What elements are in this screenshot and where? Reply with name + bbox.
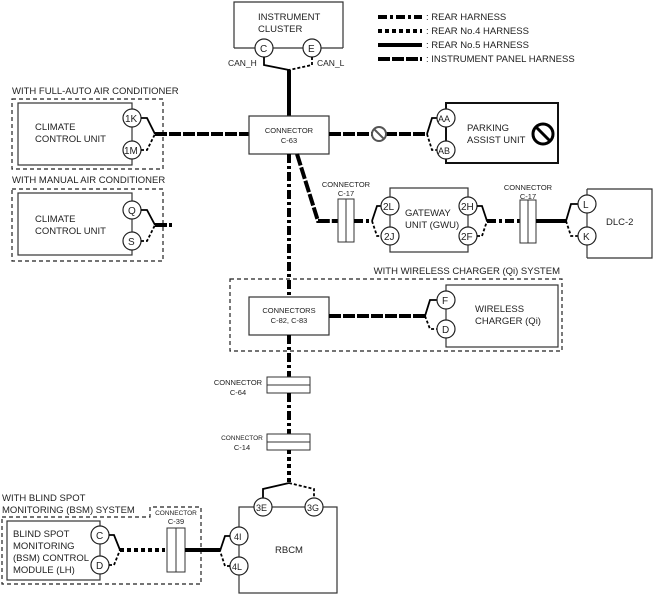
manual-group: WITH MANUAL AIR CONDITIONER CLIMATE CONT… <box>11 175 172 262</box>
wireless-group-label: WITH WIRELESS CHARGER (Qi) SYSTEM <box>374 266 560 277</box>
c14-label-1: CONNECTOR <box>221 435 263 442</box>
rbcm-label: RBCM <box>275 545 303 556</box>
c39-label-2: C-39 <box>168 517 184 526</box>
pin-c-label: C <box>260 44 267 55</box>
wireless-charger-group: WITH WIRELESS CHARGER (Qi) SYSTEM CONNEC… <box>229 266 563 352</box>
parking-label-1: PARKING <box>467 123 509 134</box>
pin-4l-label: 4L <box>232 562 242 572</box>
legend-label-rear5: : REAR No.5 HARNESS <box>426 40 529 51</box>
pin-1m-label: 1M <box>124 146 138 157</box>
pin-ab-label: AB <box>438 146 450 156</box>
connector-c14: CONNECTOR C-14 <box>221 433 311 452</box>
harness-c63-c17 <box>295 153 338 223</box>
c17a-label-2: C-17 <box>338 189 354 198</box>
connector-c64: CONNECTOR C-64 <box>214 376 311 397</box>
pin-2f-label: 2F <box>461 232 473 243</box>
pin-k-label: K <box>583 232 590 243</box>
instrument-cluster-label-1: INSTRUMENT <box>258 12 320 23</box>
climate-unit-label-1: CLIMATE <box>35 122 75 133</box>
prohibited-connector-icon <box>371 126 387 142</box>
c14-label-2: C-14 <box>234 443 250 452</box>
c17b-label-1: CONNECTOR <box>504 183 553 192</box>
c64-label-1: CONNECTOR <box>214 378 263 387</box>
bsm-label-2: MONITORING <box>13 541 75 552</box>
full-auto-group: WITH FULL-AUTO AIR CONDITIONER CLIMATE C… <box>11 86 179 170</box>
c39-label-1: CONNECTOR <box>155 510 197 517</box>
pin-bsm-d-label: D <box>96 561 103 572</box>
pin-f-label: F <box>442 296 448 307</box>
full-auto-group-label: WITH FULL-AUTO AIR CONDITIONER <box>12 86 179 97</box>
parking-label-2: ASSIST UNIT <box>467 135 526 146</box>
dlc-2: L K DLC-2 <box>565 188 653 259</box>
pin-s-label: S <box>128 237 135 248</box>
connector-c17b: CONNECTOR C-17 <box>504 183 553 244</box>
pin-q-label: Q <box>128 206 136 217</box>
can-l-label: CAN_L <box>317 58 345 68</box>
pin-1k-label: 1K <box>125 114 138 125</box>
bsm-label-1: BLIND SPOT <box>13 529 70 540</box>
bsm-group-label-2: MONITORING (BSM) SYSTEM <box>2 505 135 516</box>
pin-2l-label: 2L <box>383 202 395 213</box>
c64-label-2: C-64 <box>230 388 246 397</box>
parking-assist-unit: PARKING ASSIST UNIT AA AB <box>426 102 559 164</box>
pin-l-label: L <box>583 200 589 211</box>
c17b-label-2: C-17 <box>520 192 536 201</box>
bsm-label-3: (BSM) CONTROL <box>13 553 89 564</box>
rbcm: 3E 3G 4I 4L RBCM <box>219 482 338 594</box>
legend-label-rear: : REAR HARNESS <box>426 12 506 23</box>
pin-e-label: E <box>308 44 315 55</box>
dlc-label: DLC-2 <box>606 217 633 228</box>
connector-c17a: CONNECTOR C-17 <box>322 180 371 243</box>
connector-c63: CONNECTOR C-63 <box>248 115 330 155</box>
manual-climate-label-2: CONTROL UNIT <box>35 226 106 237</box>
pin-2h-label: 2H <box>461 202 474 213</box>
gateway-label-2: UNIT (GWU) <box>405 220 459 231</box>
c63-label-1: CONNECTOR <box>265 126 314 135</box>
wireless-label-1: WIRELESS <box>475 304 524 315</box>
wireless-label-2: CHARGER (Qi) <box>475 316 541 327</box>
manual-group-label: WITH MANUAL AIR CONDITIONER <box>12 175 165 186</box>
legend-label-ip: : INSTRUMENT PANEL HARNESS <box>426 54 575 65</box>
gateway-unit: 2L 2J 2H 2F GATEWAY UNIT (GWU) <box>371 187 488 253</box>
pin-3e-label: 3E <box>256 503 267 513</box>
prohibited-icon <box>531 122 555 146</box>
pin-aa-label: AA <box>438 114 450 124</box>
gateway-label-1: GATEWAY <box>405 208 451 219</box>
legend-label-rear4: : REAR No.4 HARNESS <box>426 26 529 37</box>
bsm-group: WITH BLIND SPOT MONITORING (BSM) SYSTEM … <box>1 493 202 585</box>
pin-d-label: D <box>442 325 449 336</box>
c17a-label-1: CONNECTOR <box>322 180 371 189</box>
c82-label-1: CONNECTORS <box>262 306 315 315</box>
instrument-cluster: INSTRUMENT CLUSTER C E CAN_H CAN_L <box>228 1 345 71</box>
bsm-label-4: MODULE (LH) <box>13 565 75 576</box>
pin-3g-label: 3G <box>307 503 319 513</box>
can-h-label: CAN_H <box>228 58 257 68</box>
pin-4i-label: 4I <box>234 532 242 542</box>
c63-label-2: C-63 <box>281 136 297 145</box>
pin-bsm-c-label: C <box>96 531 103 542</box>
instrument-cluster-label-2: CLUSTER <box>258 24 302 35</box>
legend: : REAR HARNESS : REAR No.4 HARNESS : REA… <box>378 12 575 65</box>
manual-climate-label-1: CLIMATE <box>35 214 75 225</box>
pin-2j-label: 2J <box>384 232 395 243</box>
bsm-group-label-1: WITH BLIND SPOT <box>2 493 86 504</box>
c82-label-2: C-82, C-83 <box>271 316 308 325</box>
climate-unit-label-2: CONTROL UNIT <box>35 134 106 145</box>
